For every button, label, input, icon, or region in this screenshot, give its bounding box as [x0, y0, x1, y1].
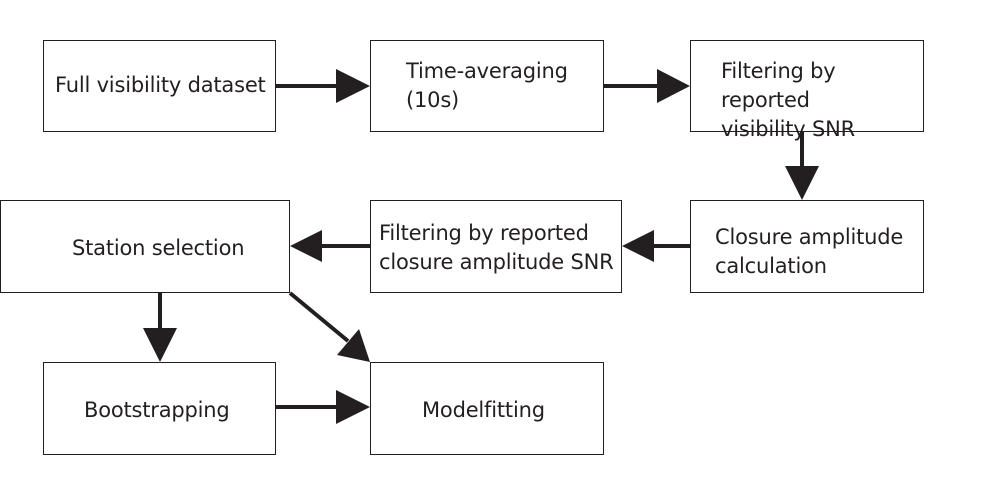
node-label: Station selection [72, 236, 245, 260]
arrow-full-visibility-to-time-averaging [276, 69, 370, 103]
node-filter-visibility-snr: Filtering by reported visibility SNR [690, 40, 924, 141]
node-label: Full visibility dataset [55, 73, 266, 97]
arrow-bootstrapping-to-modelfitting [276, 390, 370, 424]
arrow-station-selection-to-modelfitting [288, 291, 370, 362]
node-time-averaging: Time-averaging (10s) [370, 40, 604, 132]
arrow-station-selection-to-bootstrapping [143, 293, 177, 362]
node-closure-amplitude-calculation: Closure amplitude calculation [690, 200, 924, 293]
node-label: Filtering by reported visibility SNR [721, 59, 856, 141]
arrow-filter-visibility-to-closure-calc [785, 132, 819, 200]
node-station-selection: Station selection [0, 200, 290, 293]
arrow-time-averaging-to-filter-visibility [604, 69, 690, 103]
node-filter-closure-amplitude-snr: Filtering by reported closure amplitude … [370, 200, 622, 293]
arrow-filter-closure-to-station-selection [290, 230, 370, 262]
node-label: Modelfitting [422, 398, 545, 422]
node-label: Filtering by reported closure amplitude … [379, 221, 614, 274]
node-label: Time-averaging (10s) [406, 59, 568, 112]
node-modelfitting: Modelfitting [370, 362, 604, 455]
arrow-closure-calc-to-filter-closure [622, 230, 690, 262]
node-full-visibility-dataset: Full visibility dataset [43, 40, 276, 132]
node-label: Closure amplitude calculation [715, 225, 904, 278]
node-bootstrapping: Bootstrapping [43, 362, 276, 455]
node-label: Bootstrapping [84, 398, 230, 422]
